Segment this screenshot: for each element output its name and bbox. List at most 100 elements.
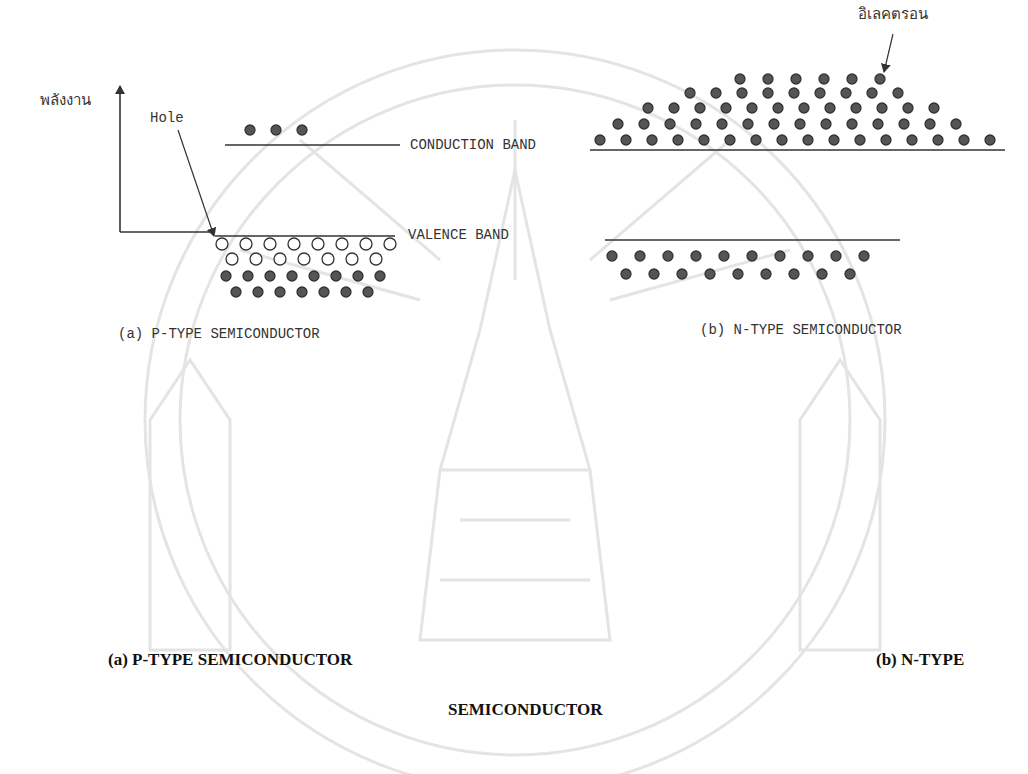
electron-dot (733, 269, 743, 279)
electron-dot (719, 251, 729, 261)
electron-dot (621, 135, 631, 145)
electron-dot (331, 271, 341, 281)
electron-dot (243, 271, 253, 281)
electron-dot (925, 119, 935, 129)
hole-circle (226, 253, 238, 265)
electron-dot (595, 135, 605, 145)
electron-dot (831, 251, 841, 261)
electron-dot (297, 125, 307, 135)
electron-dot (353, 271, 363, 281)
electron-dot (859, 251, 869, 261)
electron-dot (341, 287, 351, 297)
hole-leader (178, 130, 214, 236)
electron-dot (677, 269, 687, 279)
electron-dot (763, 88, 773, 98)
hole-circle (250, 253, 262, 265)
electron-dot (735, 74, 745, 84)
electron-dot (271, 125, 281, 135)
hole-circle (346, 253, 358, 265)
electron-dot (795, 119, 805, 129)
hole-circle (216, 238, 228, 250)
hole-circle (370, 253, 382, 265)
electron-dot (265, 271, 275, 281)
electron-dot (309, 271, 319, 281)
caption-label: (a) P-TYPE SEMICONDUCTOR (118, 326, 320, 342)
electron-dot (743, 119, 753, 129)
valence-band-line (215, 235, 395, 237)
electron-dot (789, 269, 799, 279)
electron-dot (647, 135, 657, 145)
electron-dot (717, 119, 727, 129)
electron-dot (725, 135, 735, 145)
electron-dot (649, 269, 659, 279)
caption-label: SEMICONDUCTOR (448, 700, 603, 720)
electron-dot (663, 251, 673, 261)
electron-dot (613, 119, 623, 129)
electron-dot (639, 119, 649, 129)
electron-dot (899, 119, 909, 129)
electron-dot (951, 119, 961, 129)
electron-dot (847, 119, 857, 129)
conduction-band-line (225, 144, 400, 146)
electron-dot (867, 88, 877, 98)
electron-dot (665, 119, 675, 129)
electron-dot (985, 135, 995, 145)
electron-dot (821, 119, 831, 129)
electron-dot (893, 88, 903, 98)
electron-dot (253, 287, 263, 297)
electron-dot (711, 88, 721, 98)
electron-dot (607, 251, 617, 261)
electron-dot (673, 135, 683, 145)
electron-dot (763, 74, 773, 84)
hole-circle (240, 238, 252, 250)
electron-dot (851, 103, 861, 113)
hole-circle (336, 238, 348, 250)
hole-circle (312, 238, 324, 250)
electron-dot (907, 135, 917, 145)
electron-dot (691, 251, 701, 261)
electron-dot (847, 74, 857, 84)
electron-dot (699, 135, 709, 145)
electron-dot (855, 135, 865, 145)
valence-band-line (605, 239, 900, 241)
hole-circle (264, 238, 276, 250)
electron-dot (685, 88, 695, 98)
electron-dot (959, 135, 969, 145)
hole-circle (298, 253, 310, 265)
electron-dot (769, 119, 779, 129)
electron-dot (789, 88, 799, 98)
electron-dot (747, 251, 757, 261)
electron-dot (873, 119, 883, 129)
electron-dot (791, 74, 801, 84)
electron-dot (231, 287, 241, 297)
electron-dot (929, 103, 939, 113)
electron-dot (773, 103, 783, 113)
electron-dot (817, 269, 827, 279)
electron-dot (297, 287, 307, 297)
electron-dot (691, 119, 701, 129)
electron-dot (695, 103, 705, 113)
electron-dot (751, 135, 761, 145)
electron-dot (803, 251, 813, 261)
electron-dot (621, 269, 631, 279)
electron-dot (845, 269, 855, 279)
hole-label: Hole (150, 110, 184, 126)
electron-dot (875, 74, 885, 84)
electron-dot (933, 135, 943, 145)
electron-leader (884, 34, 893, 72)
axis-base (120, 231, 212, 232)
electron-dot (705, 269, 715, 279)
carrier-dots (216, 74, 995, 297)
caption-label: (b) N-TYPE (876, 650, 964, 670)
electron-dot (829, 135, 839, 145)
electron-dot (803, 135, 813, 145)
electron-dot (747, 103, 757, 113)
electron-dot (841, 88, 851, 98)
caption-label: (b) N-TYPE SEMICONDUCTOR (700, 322, 902, 338)
electron-dot (903, 103, 913, 113)
electron-dot (737, 88, 747, 98)
electron-dot (761, 269, 771, 279)
electron-dot (877, 103, 887, 113)
hole-circle (288, 238, 300, 250)
electron-label: อิเลคตรอน (858, 6, 928, 23)
